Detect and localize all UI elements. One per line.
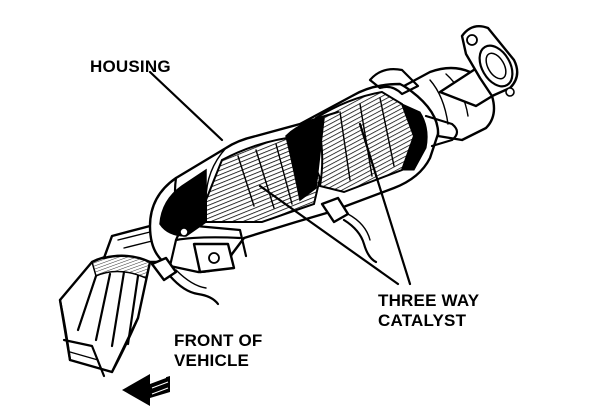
label-front-of: FRONT OF: [174, 331, 262, 350]
catalyst-leader-rear: [358, 122, 412, 286]
label-three-way: THREE WAY: [378, 291, 480, 310]
label-housing: HOUSING: [90, 57, 171, 76]
catalyst-leader-front: [258, 184, 400, 286]
leader-lines: [148, 70, 412, 286]
mounting-bracket: [179, 227, 236, 274]
label-vehicle: VEHICLE: [174, 351, 249, 370]
label-catalyst: CATALYST: [378, 311, 467, 330]
front-arrow-icon: [122, 374, 170, 406]
rear-outlet-pipe: [368, 25, 519, 148]
oxygen-sensor-rear: [320, 196, 378, 264]
housing-leader: [148, 70, 224, 142]
oxygen-sensor-front: [150, 256, 220, 306]
pipe-cutoff-lower: [62, 338, 106, 378]
housing-middle-band: [285, 117, 325, 202]
